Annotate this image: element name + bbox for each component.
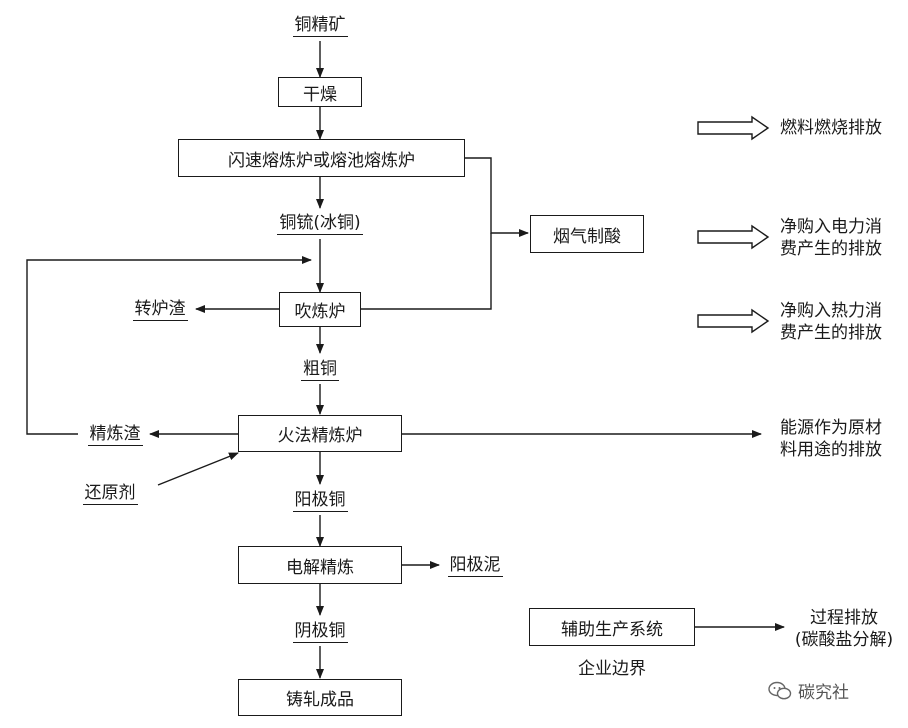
- legend-arrow-fuel: [697, 115, 770, 141]
- refining-slag-label: 精炼渣: [87, 424, 143, 446]
- flash-smelting-box: 闪速熔炼炉或熔池熔炼炉: [178, 139, 465, 177]
- legend-heat: 净购入热力消 费产生的排放: [780, 300, 882, 344]
- copper-concentrate-label: 铜精矿: [292, 15, 348, 37]
- legend-electricity-line2: 费产生的排放: [780, 239, 882, 259]
- watermark: 碳究社: [768, 678, 849, 703]
- reductant-node: 还原剂: [65, 483, 155, 505]
- anode-slime-node: 阳极泥: [430, 555, 520, 577]
- converter-label: 吹炼炉: [294, 302, 346, 322]
- refining-slag-node: 精炼渣: [70, 424, 160, 446]
- copper-matte-node: 铜锍(冰铜): [255, 213, 385, 235]
- anode-copper-node: 阳极铜: [270, 490, 370, 512]
- process-emission-line2: (碳酸盐分解): [794, 630, 894, 650]
- drying-box: 干燥: [278, 77, 362, 107]
- anode-copper-label: 阳极铜: [292, 490, 348, 512]
- reductant-label: 还原剂: [82, 483, 138, 505]
- drying-label: 干燥: [303, 84, 337, 105]
- arrow-reductant-to-refining: [157, 452, 239, 486]
- process-emission: 过程排放 (碳酸盐分解): [784, 607, 904, 651]
- line-slag-recycle: [26, 256, 312, 435]
- cathode-copper-node: 阴极铜: [270, 621, 370, 643]
- copper-matte-label: 铜锍(冰铜): [277, 213, 363, 235]
- acid-plant-box: 烟气制酸: [530, 215, 644, 253]
- electrolytic-refining-box: 电解精炼: [238, 546, 402, 584]
- converter-slag-label: 转炉渣: [132, 299, 188, 321]
- line-converter-to-acid: [361, 233, 492, 310]
- converter-slag-node: 转炉渣: [115, 299, 205, 321]
- legend-electricity-line1: 净购入电力消: [780, 217, 882, 237]
- legend-arrow-electricity: [697, 224, 770, 250]
- auxiliary-system-label: 辅助生产系统: [561, 619, 663, 640]
- wechat-icon: [768, 681, 792, 699]
- blister-copper-label: 粗铜: [301, 359, 339, 381]
- legend-heat-line1: 净购入热力消: [780, 301, 882, 321]
- casting-rolling-box: 铸轧成品: [238, 679, 402, 716]
- line-smelting-to-acid: [465, 157, 529, 237]
- electrolytic-refining-label: 电解精炼: [286, 557, 354, 578]
- flash-smelting-label: 闪速熔炼炉或熔池熔炼炉: [228, 150, 415, 171]
- energy-raw-material-line1: 能源作为原材: [780, 418, 882, 438]
- converter-box: 吹炼炉: [279, 292, 361, 327]
- watermark-text: 碳究社: [798, 683, 849, 703]
- energy-raw-material-line2: 料用途的排放: [780, 440, 882, 460]
- fire-refining-box: 火法精炼炉: [238, 415, 402, 452]
- legend-arrow-heat: [697, 308, 770, 334]
- energy-raw-material-emission: 能源作为原材 料用途的排放: [780, 417, 882, 461]
- auxiliary-system-box: 辅助生产系统: [529, 608, 695, 646]
- cathode-copper-label: 阴极铜: [292, 621, 348, 643]
- blister-copper-node: 粗铜: [280, 359, 360, 381]
- acid-plant-label: 烟气制酸: [553, 226, 621, 247]
- casting-rolling-label: 铸轧成品: [286, 690, 354, 710]
- legend-electricity: 净购入电力消 费产生的排放: [780, 216, 882, 260]
- legend-heat-line2: 费产生的排放: [780, 323, 882, 343]
- copper-concentrate-node: 铜精矿: [270, 15, 370, 37]
- process-emission-line1: 过程排放: [810, 608, 878, 628]
- anode-slime-label: 阳极泥: [447, 555, 503, 577]
- legend-fuel-combustion: 燃料燃烧排放: [780, 118, 882, 138]
- enterprise-boundary-label: 企业边界: [578, 659, 646, 679]
- fire-refining-label: 火法精炼炉: [277, 426, 363, 446]
